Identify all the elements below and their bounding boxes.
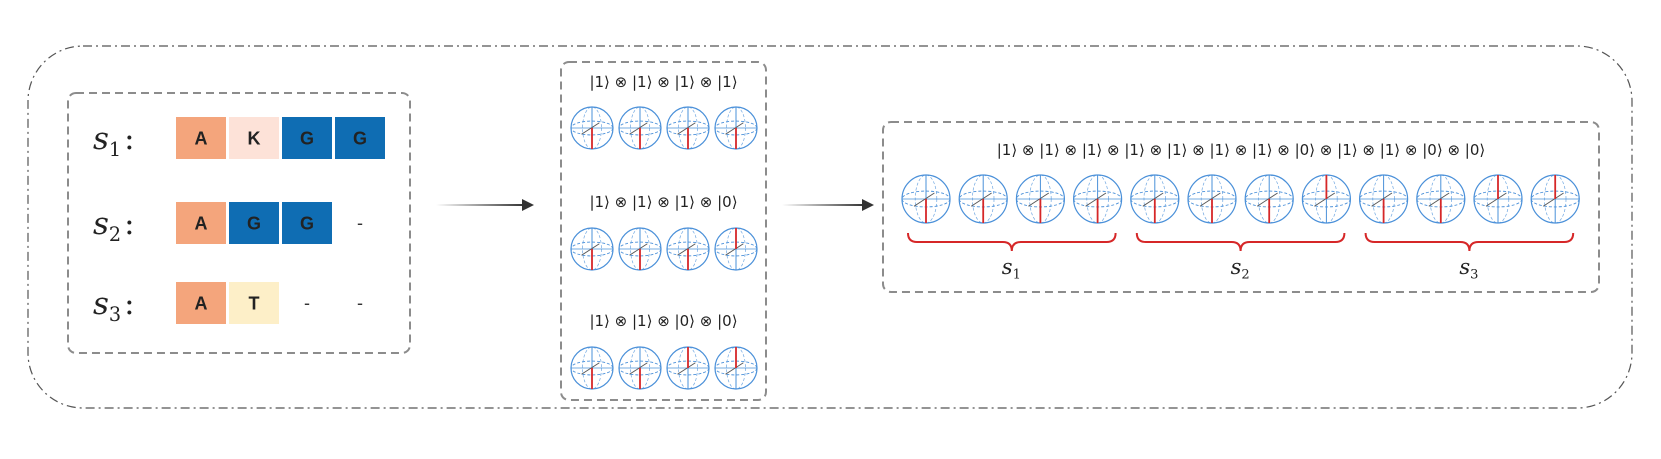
qubit-block-2: |1⟩ ⊗ |1⟩ ⊗ |1⟩ ⊗ |0⟩ — [570, 193, 758, 271]
residue-cell — [176, 202, 226, 244]
bloch-sphere — [1244, 174, 1294, 224]
sequence-label-1: s1: — [93, 121, 135, 161]
group-label-3: s3 — [1459, 255, 1478, 283]
residue-cell — [229, 282, 279, 324]
residue-letter: A — [195, 214, 208, 234]
sequence-row-3: s3: A T - - — [93, 282, 363, 326]
bloch-sphere — [1015, 174, 1066, 224]
residue-letter: A — [195, 129, 208, 149]
residue-letter: G — [353, 129, 367, 149]
bloch-sphere — [714, 227, 758, 271]
bloch-sphere — [618, 346, 662, 390]
sequence-row-2: s2: A G G - — [93, 202, 363, 246]
combined-state-box — [882, 121, 1600, 293]
bloch-sphere — [570, 227, 614, 271]
bloch-sphere — [1358, 174, 1409, 224]
qubit-block-3: |1⟩ ⊗ |1⟩ ⊗ |0⟩ ⊗ |0⟩ — [570, 312, 758, 390]
sequence-label-3: s3: — [93, 286, 135, 326]
group-brace — [907, 232, 1117, 252]
group-1: s1 — [907, 232, 1117, 283]
residue-letter: A — [195, 294, 208, 314]
per-sequence-states: |1⟩ ⊗ |1⟩ ⊗ |1⟩ ⊗ |1⟩ |1⟩ ⊗ |1⟩ ⊗ |1⟩ ⊗ |… — [570, 73, 758, 390]
bloch-sphere — [1530, 174, 1580, 224]
residue-cell — [282, 117, 332, 159]
bloch-sphere — [1416, 174, 1466, 224]
residue-letter: G — [300, 214, 314, 234]
ket-expression: |1⟩ ⊗ |1⟩ ⊗ |1⟩ ⊗ |0⟩ — [589, 193, 737, 211]
sequence-rows: s1: A K G Gs2: A G G - s3: A T - - — [93, 117, 385, 326]
sequence-box — [67, 92, 411, 354]
residue-letter: T — [249, 294, 260, 314]
arrow-encode — [436, 199, 534, 211]
residue-letter: G — [247, 214, 261, 234]
ket-expression: |1⟩ ⊗ |1⟩ ⊗ |0⟩ ⊗ |0⟩ — [589, 312, 737, 330]
sequence-row-1: s1: A K G G — [93, 117, 385, 161]
sequence-label-2: s2: — [93, 206, 135, 246]
combined-ket-expression: |1⟩ ⊗ |1⟩ ⊗ |1⟩ ⊗ |1⟩ ⊗ |1⟩ ⊗ |1⟩ ⊗ |1⟩ … — [997, 141, 1486, 159]
group-label-2: s2 — [1231, 255, 1250, 283]
group-brace — [1135, 232, 1346, 252]
bloch-sphere — [714, 106, 758, 150]
arrow-concatenate — [782, 199, 874, 211]
outer-frame — [27, 45, 1633, 409]
bloch-sphere — [1187, 174, 1237, 224]
bloch-sphere — [570, 106, 614, 150]
bloch-sphere — [570, 346, 614, 390]
residue-cell — [229, 202, 279, 244]
bloch-sphere — [618, 106, 662, 150]
bloch-sphere — [1473, 174, 1523, 224]
ket-expression: |1⟩ ⊗ |1⟩ ⊗ |1⟩ ⊗ |1⟩ — [589, 73, 737, 91]
bloch-sphere — [666, 227, 710, 271]
qubit-encoding-box — [560, 61, 767, 401]
bloch-sphere — [666, 106, 710, 150]
bloch-sphere — [958, 174, 1008, 224]
group-brace — [1364, 232, 1575, 252]
residue-cell — [282, 202, 332, 244]
residue-cell — [229, 117, 279, 159]
residue-cell — [176, 282, 226, 324]
group-2: s2 — [1135, 232, 1346, 283]
residue-letter: K — [248, 129, 261, 149]
residue-cell — [335, 117, 385, 159]
bloch-sphere — [1072, 174, 1123, 224]
gap-symbol: - — [357, 213, 363, 233]
bloch-sphere — [1301, 174, 1352, 224]
group-3: s3 — [1364, 232, 1575, 283]
residue-cell — [176, 117, 226, 159]
qubit-block-1: |1⟩ ⊗ |1⟩ ⊗ |1⟩ ⊗ |1⟩ — [570, 73, 758, 150]
bloch-sphere — [714, 346, 758, 390]
gap-symbol: - — [304, 293, 310, 313]
bloch-sphere — [666, 346, 710, 390]
bloch-sphere — [901, 174, 951, 224]
gap-symbol: - — [357, 293, 363, 313]
combined-state: |1⟩ ⊗ |1⟩ ⊗ |1⟩ ⊗ |1⟩ ⊗ |1⟩ ⊗ |1⟩ ⊗ |1⟩ … — [901, 141, 1580, 283]
group-label-1: s1 — [1002, 255, 1021, 283]
bloch-sphere — [1130, 174, 1180, 224]
bloch-sphere — [618, 227, 662, 271]
residue-letter: G — [300, 129, 314, 149]
